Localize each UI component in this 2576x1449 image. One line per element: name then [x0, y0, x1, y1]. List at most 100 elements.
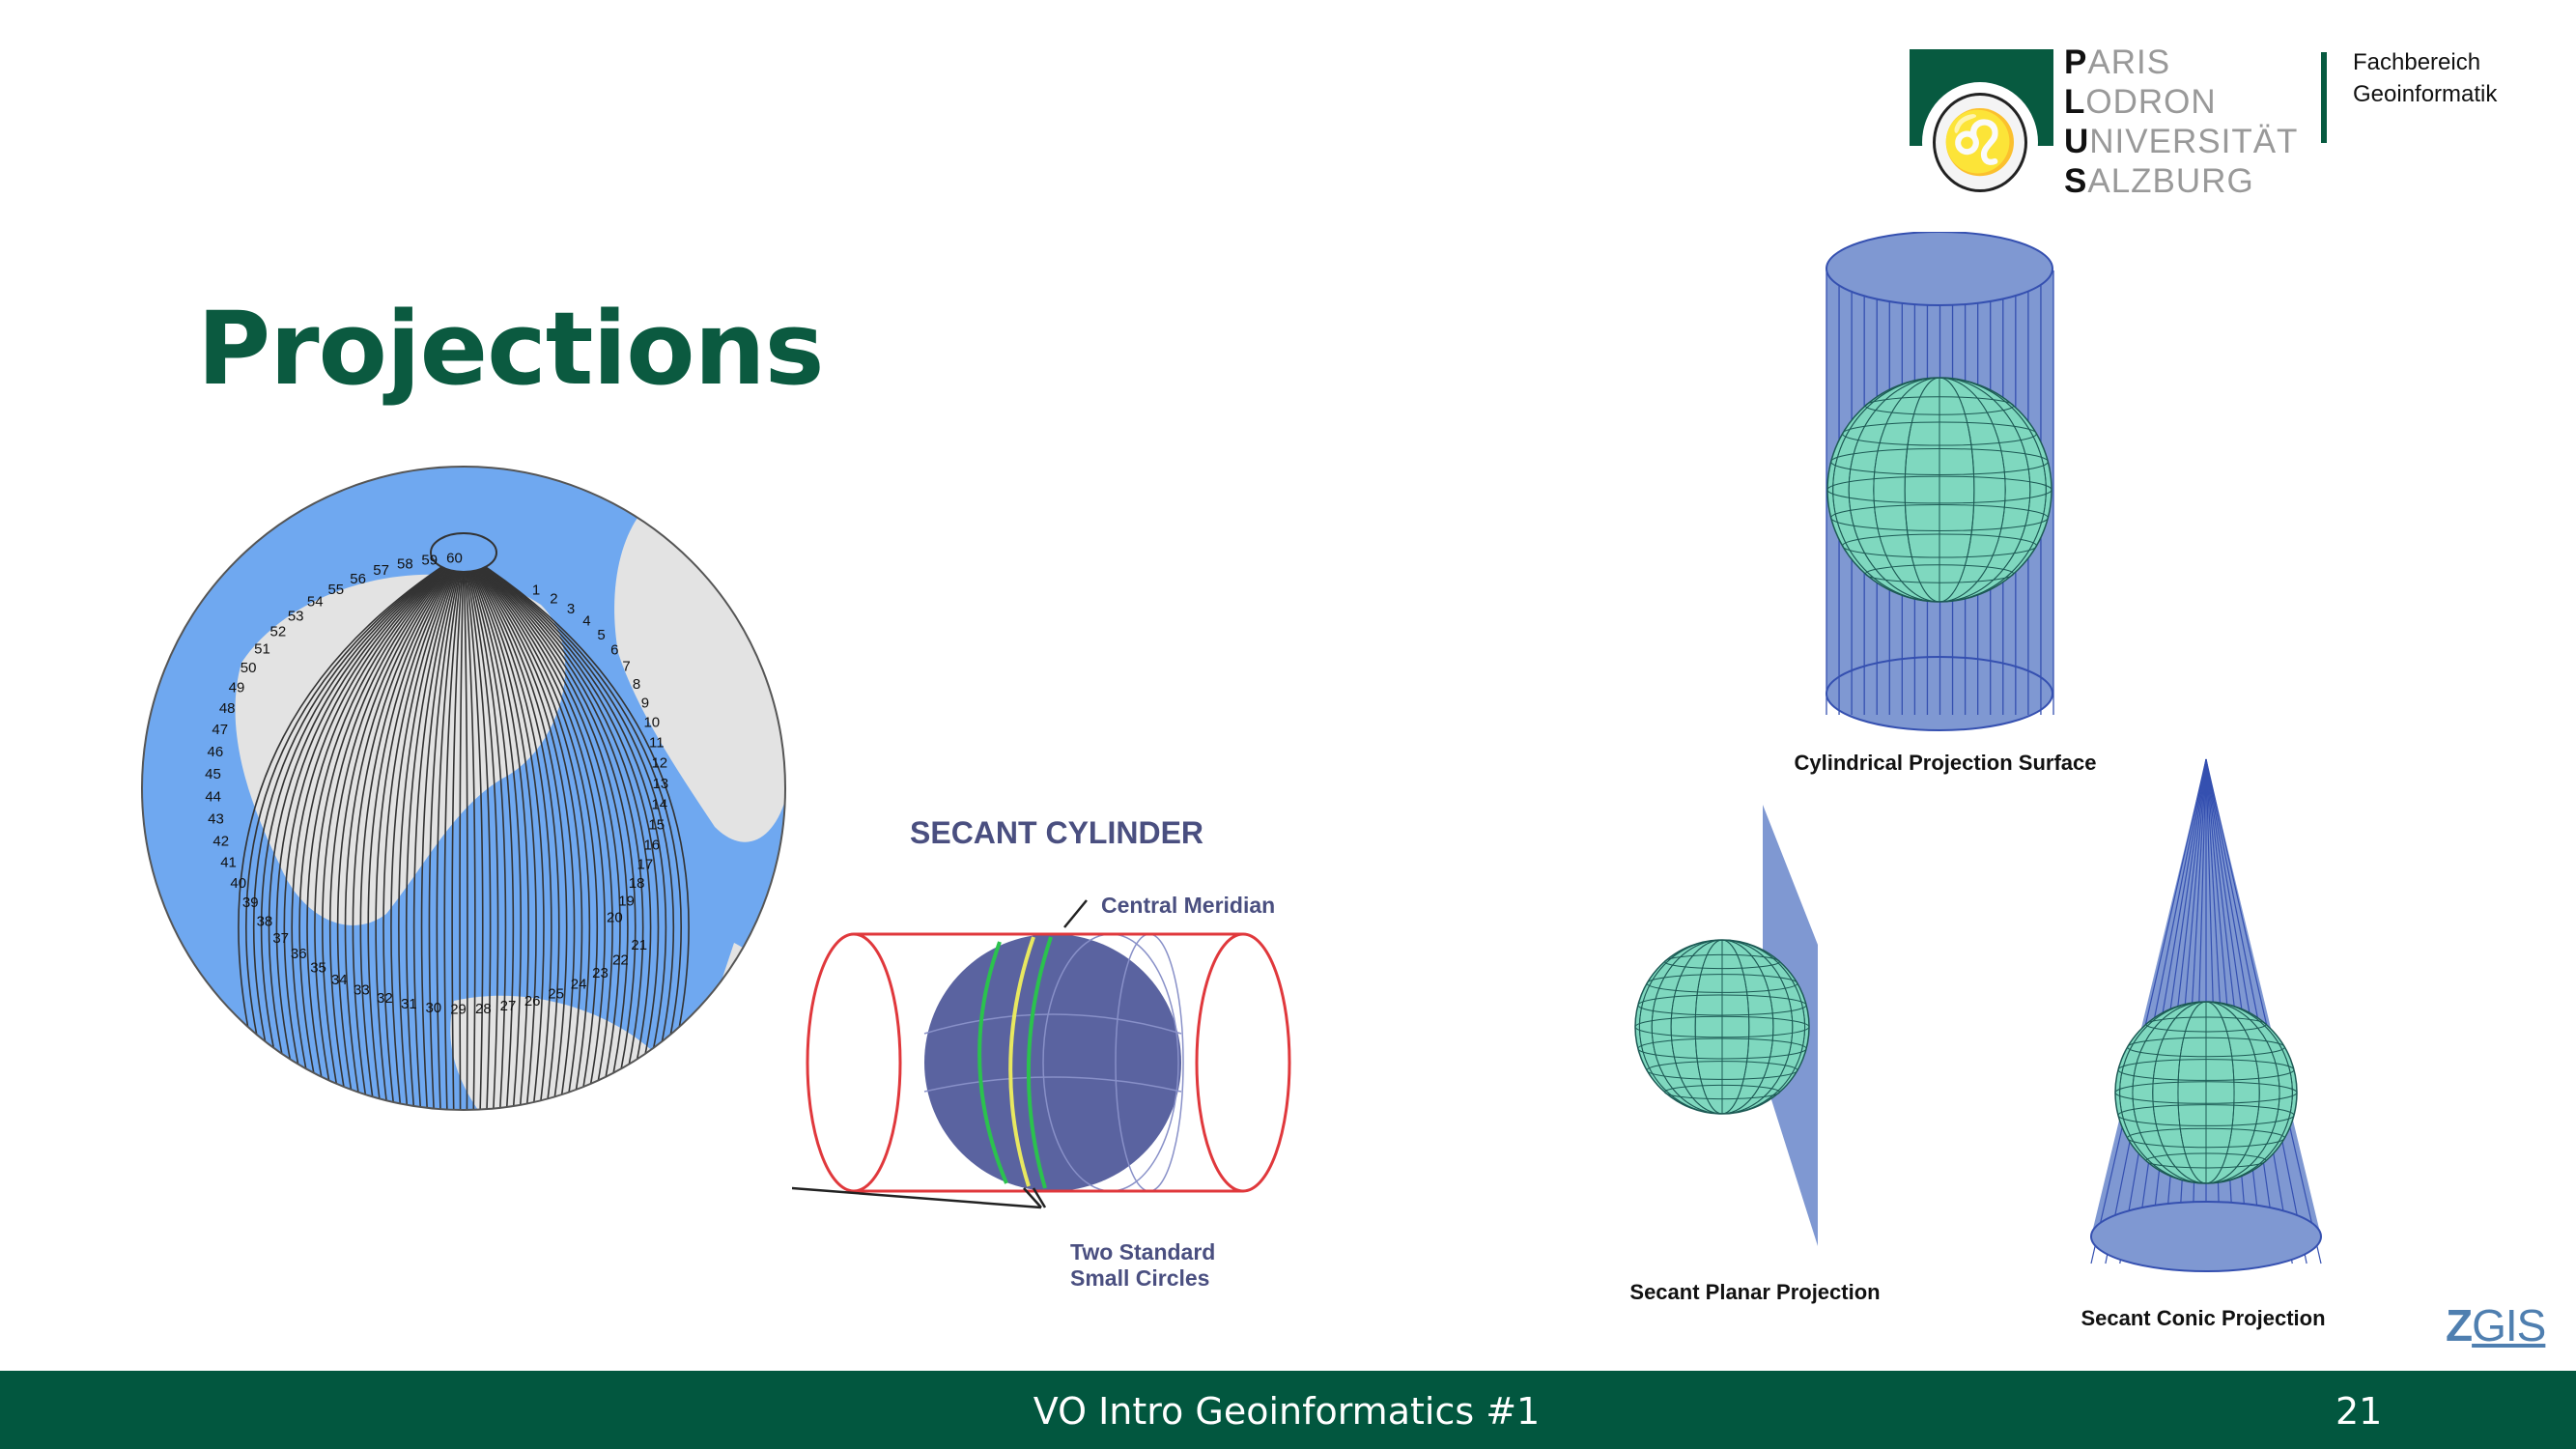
parallel-line: [1830, 504, 2049, 531]
utm-zone-label: 39: [242, 895, 259, 911]
meridian-line: [463, 552, 591, 1110]
standard-circle-1: [977, 941, 1008, 1184]
cylindrical-projection-diagram: [1826, 232, 2054, 731]
utm-zone-label: 27: [500, 998, 517, 1014]
meridian-line: [328, 552, 465, 1110]
central-meridian-label: Central Meridian: [1101, 893, 1276, 918]
logo-divider: [2321, 52, 2327, 143]
parallel-line: [1842, 533, 2037, 558]
parallel-line: [1663, 1084, 1781, 1100]
meridian-line: [2119, 1001, 2293, 1184]
parallel-line: [2127, 1037, 2285, 1058]
cone-line: [2205, 758, 2307, 1264]
meridian-line: [463, 552, 515, 1110]
meridian-line: [344, 552, 465, 1110]
meridian-line: [268, 552, 465, 1110]
meridian-line: [390, 552, 465, 1110]
utm-zone-label: 40: [230, 875, 246, 892]
utm-zone-label: 20: [607, 909, 623, 925]
standard-circle-2: [1026, 936, 1053, 1189]
meridian-line: [352, 552, 465, 1110]
meridian-line: [451, 552, 465, 1110]
cone-line: [2205, 758, 2322, 1264]
meridian-line: [463, 552, 568, 1110]
meridian-line: [405, 552, 465, 1110]
utm-zone-label: 45: [205, 766, 221, 782]
meridian-line: [463, 552, 484, 1110]
utm-zone-label: 4: [582, 613, 590, 630]
meridian-line: [359, 552, 465, 1110]
utm-zone-label: 54: [307, 594, 324, 611]
cylinder-outline: [806, 932, 1291, 1193]
parallel-line: [1634, 1015, 1810, 1038]
cone-line: [2105, 758, 2207, 1264]
utm-zone-label: 28: [475, 1001, 492, 1017]
meridian-line: [459, 552, 465, 1110]
meridian-line: [463, 552, 576, 1110]
secant-cylinder-diagram: [792, 899, 1291, 1209]
lion-seal-icon: ♌: [1922, 82, 2038, 203]
secant-cylinder-title: SECANT CYLINDER: [910, 815, 1204, 850]
meridian-line: [412, 552, 465, 1110]
parallel-line: [2114, 1081, 2298, 1104]
utm-zone-label: 33: [354, 982, 370, 999]
globe-outline: [141, 466, 786, 1111]
cone-line: [2119, 758, 2207, 1264]
meridian-line: [238, 552, 465, 1110]
meridian-line: [463, 552, 476, 1110]
cylindrical-caption: Cylindrical Projection Surface: [1794, 751, 2097, 775]
meridian-line: [463, 552, 660, 1110]
parallel-line: [1864, 396, 2015, 415]
meridian-line: [463, 552, 507, 1110]
utm-zone-label: 25: [548, 985, 564, 1002]
meridian-line: [463, 552, 560, 1110]
utm-zone-label: 9: [641, 695, 649, 711]
footer-bar: VO Intro Geoinformatics #1 21: [0, 1371, 2576, 1449]
cone-line: [2205, 758, 2293, 1264]
parallel-line: [1864, 564, 2015, 583]
meridian-line: [463, 552, 690, 1110]
utm-zone-label: 8: [633, 676, 640, 693]
meridian-line: [463, 552, 468, 1110]
parallel-line: [1646, 1061, 1798, 1080]
utm-zone-label: 41: [220, 854, 237, 870]
utm-zone-label: 57: [373, 562, 389, 579]
page-title: Projections: [197, 290, 825, 408]
utm-zone-label: 34: [331, 972, 348, 988]
utm-zone-label: 11: [649, 734, 665, 751]
meridian-line: [245, 552, 465, 1110]
conic-projection-diagram: [2090, 758, 2322, 1272]
utm-zone-label: 21: [631, 937, 647, 953]
department-line: Geoinformatik: [2353, 81, 2498, 107]
meridian-line: [463, 552, 537, 1110]
parallel-line: [2127, 1127, 2285, 1149]
parallel-line: [1646, 974, 1798, 993]
utm-globe-image: 1234567891011121314151617181920212223242…: [141, 466, 786, 1111]
utm-zone-label: 44: [205, 788, 221, 805]
meridian-line: [275, 552, 465, 1110]
meridian-line: [367, 552, 465, 1110]
meridian-line: [252, 552, 465, 1110]
utm-zone-label: 32: [377, 990, 393, 1007]
meridian-line: [298, 552, 465, 1110]
logo-line: LODRON: [2064, 83, 2217, 121]
meridian-line: [463, 552, 606, 1110]
utm-zone-label: 47: [212, 722, 228, 738]
meridian-line: [322, 552, 465, 1110]
utm-zone-label: 30: [425, 1000, 441, 1016]
meridian-line: [314, 552, 465, 1110]
utm-zone-label: 60: [446, 550, 463, 566]
utm-zone-label: 53: [288, 608, 304, 624]
footer-title: VO Intro Geoinformatics #1: [1033, 1390, 1541, 1433]
meridian-line: [463, 552, 652, 1110]
green-sphere: [1634, 939, 1810, 1115]
utm-zone-label: 6: [610, 642, 618, 659]
meridian-line: [1638, 939, 1806, 1115]
utm-zone-label: 56: [350, 571, 366, 587]
parallel-line: [1663, 953, 1781, 970]
cone-line: [2090, 758, 2207, 1264]
utm-zone-label: 48: [219, 700, 236, 717]
meridian-line: [306, 552, 465, 1110]
utm-zone-label: 36: [291, 946, 307, 962]
meridian-line: [382, 552, 465, 1110]
